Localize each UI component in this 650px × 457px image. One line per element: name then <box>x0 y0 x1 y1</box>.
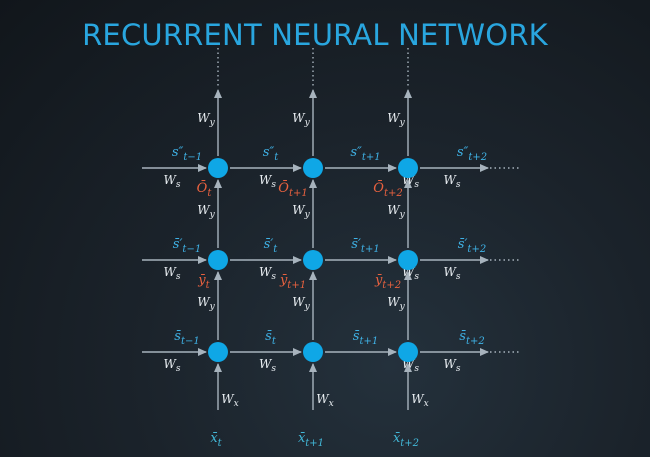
state-label-0-2: s″t+1 <box>350 145 380 163</box>
output-label-1-0: ȳt <box>197 273 210 291</box>
ws-label-1-1: Ws <box>259 265 276 282</box>
node-2-1 <box>303 342 323 362</box>
input-label-2: x̄t+2 <box>393 431 419 449</box>
wx-label-0: Wx <box>221 392 238 409</box>
state-label-0-0: s″t−1 <box>172 145 202 163</box>
ws-label-2-1: Ws <box>259 357 276 374</box>
wy-label-2-1: Wy <box>292 295 310 312</box>
input-label-0: x̄t <box>210 431 222 449</box>
wy-label-2-0: Wy <box>197 295 215 312</box>
node-1-0 <box>208 250 228 270</box>
wx-label-2: Wx <box>411 392 428 409</box>
wy-label-0-2: Wy <box>387 111 405 128</box>
ws-label-0-1: Ws <box>259 173 276 190</box>
state-label-1-3: s̄′t+2 <box>458 237 486 255</box>
slide-title: RECURRENT NEURAL NETWORK <box>82 18 548 52</box>
wy-label-0-1: Wy <box>292 111 310 128</box>
ws-label-2-0: Ws <box>164 357 181 374</box>
output-label-0-1: Ōt+1 <box>278 180 307 199</box>
wy-label-0-0: Wy <box>197 111 215 128</box>
node-1-2 <box>398 250 418 270</box>
state-label-2-3: s̄t+2 <box>459 329 484 347</box>
output-label-0-2: Ōt+2 <box>373 180 402 199</box>
node-0-1 <box>303 158 323 178</box>
state-label-1-1: s̄′t <box>264 237 279 255</box>
state-label-0-1: s″t <box>263 145 280 163</box>
ws-label-0-0: Ws <box>164 173 181 190</box>
output-label-1-1: ȳt+1 <box>279 273 306 291</box>
node-0-2 <box>398 158 418 178</box>
ws-label-2-3: Ws <box>444 357 461 374</box>
state-label-2-0: s̄t−1 <box>174 329 199 347</box>
wy-label-2-2: Wy <box>387 295 405 312</box>
ws-label-1-0: Ws <box>164 265 181 282</box>
state-label-2-2: s̄t+1 <box>353 329 378 347</box>
state-label-2-1: s̄t <box>265 329 277 347</box>
state-label-0-3: s″t+2 <box>457 145 487 163</box>
state-label-1-2: s̄′t+1 <box>351 237 379 255</box>
node-2-2 <box>398 342 418 362</box>
output-label-0-0: Ōt <box>197 180 213 199</box>
node-0-0 <box>208 158 228 178</box>
state-label-1-0: s̄′t−1 <box>173 237 201 255</box>
wx-label-1: Wx <box>316 392 333 409</box>
wy-label-1-0: Wy <box>197 203 215 220</box>
input-label-1: x̄t+1 <box>298 431 324 449</box>
output-label-1-2: ȳt+2 <box>374 273 401 291</box>
wy-label-1-2: Wy <box>387 203 405 220</box>
node-1-1 <box>303 250 323 270</box>
ws-label-0-3: Ws <box>444 173 461 190</box>
wy-label-1-1: Wy <box>292 203 310 220</box>
node-2-0 <box>208 342 228 362</box>
ws-label-1-3: Ws <box>444 265 461 282</box>
